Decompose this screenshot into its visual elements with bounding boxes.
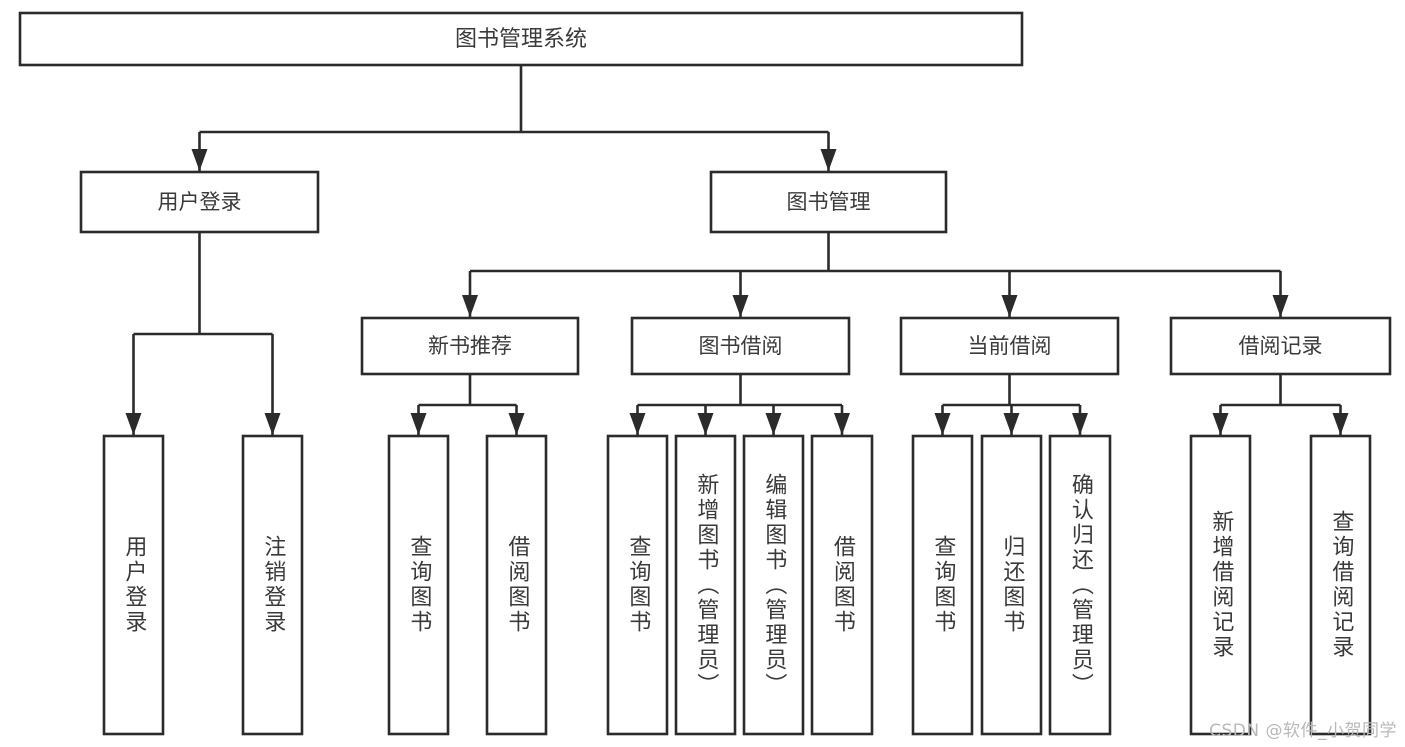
node-leaf-box-l2-3-0[interactable] — [1189, 434, 1252, 736]
node-level2-box-0[interactable] — [360, 316, 580, 376]
node-leaf-box-l2-1-0[interactable] — [606, 434, 669, 736]
arrow-head-icon — [1272, 295, 1289, 317]
node-level2-box-2[interactable] — [899, 316, 1120, 376]
connectors-layer — [125, 65, 1349, 435]
arrow-head-icon — [1072, 413, 1088, 435]
node-level2-label-0: 新书推荐 — [428, 334, 512, 358]
arrow-head-icon — [820, 149, 837, 171]
node-level1-label-1: 图书管理 — [787, 190, 871, 214]
arrow-head-icon — [462, 295, 478, 317]
node-level2-box-3[interactable] — [1169, 316, 1392, 376]
node-root-box[interactable] — [18, 11, 1024, 67]
arrow-head-icon — [1001, 295, 1018, 317]
arrow-head-icon — [410, 413, 427, 435]
arrow-head-icon — [629, 413, 646, 435]
node-level1-box-0[interactable] — [79, 170, 320, 234]
node-leaf-box-l2-2-2[interactable] — [1048, 434, 1112, 736]
node-leaf-box-l1-0-0[interactable] — [102, 434, 165, 736]
arrow-head-icon — [191, 149, 208, 171]
arrow-head-icon — [1003, 413, 1020, 435]
node-leaf-box-l2-1-2[interactable] — [742, 434, 805, 736]
arrow-head-icon — [697, 413, 714, 435]
node-leaf-box-l2-2-1[interactable] — [980, 434, 1043, 736]
node-leaf-box-l1-0-1[interactable] — [241, 434, 304, 736]
arrow-head-icon — [1212, 413, 1229, 435]
arrow-head-icon — [264, 413, 281, 435]
node-leaf-box-l2-2-0[interactable] — [911, 434, 974, 736]
arrow-head-icon — [125, 413, 142, 435]
node-leaf-box-l2-1-1[interactable] — [674, 434, 737, 736]
arrow-head-icon — [732, 295, 749, 317]
arrow-head-icon — [934, 413, 951, 435]
arrow-head-icon — [508, 413, 525, 435]
node-level2-label-3: 借阅记录 — [1239, 334, 1323, 358]
node-level2-label-2: 当前借阅 — [968, 334, 1052, 358]
node-leaf-box-l2-0-1[interactable] — [485, 434, 548, 736]
node-level1-box-1[interactable] — [709, 170, 948, 234]
arrow-head-icon — [765, 413, 782, 435]
arrow-head-icon — [834, 413, 850, 435]
node-leaf-box-l2-1-3[interactable] — [810, 434, 874, 736]
node-level2-label-1: 图书借阅 — [699, 334, 783, 358]
arrow-head-icon — [1332, 413, 1349, 435]
node-root-label: 图书管理系统 — [455, 27, 587, 52]
node-leaf-box-l2-0-0[interactable] — [387, 434, 450, 736]
node-leaf-box-l2-3-1[interactable] — [1309, 434, 1372, 736]
node-level2-box-1[interactable] — [630, 316, 851, 376]
watermark-text: CSDN @软件_小贺同学 — [1209, 721, 1397, 741]
node-level1-label-0: 用户登录 — [158, 190, 242, 214]
